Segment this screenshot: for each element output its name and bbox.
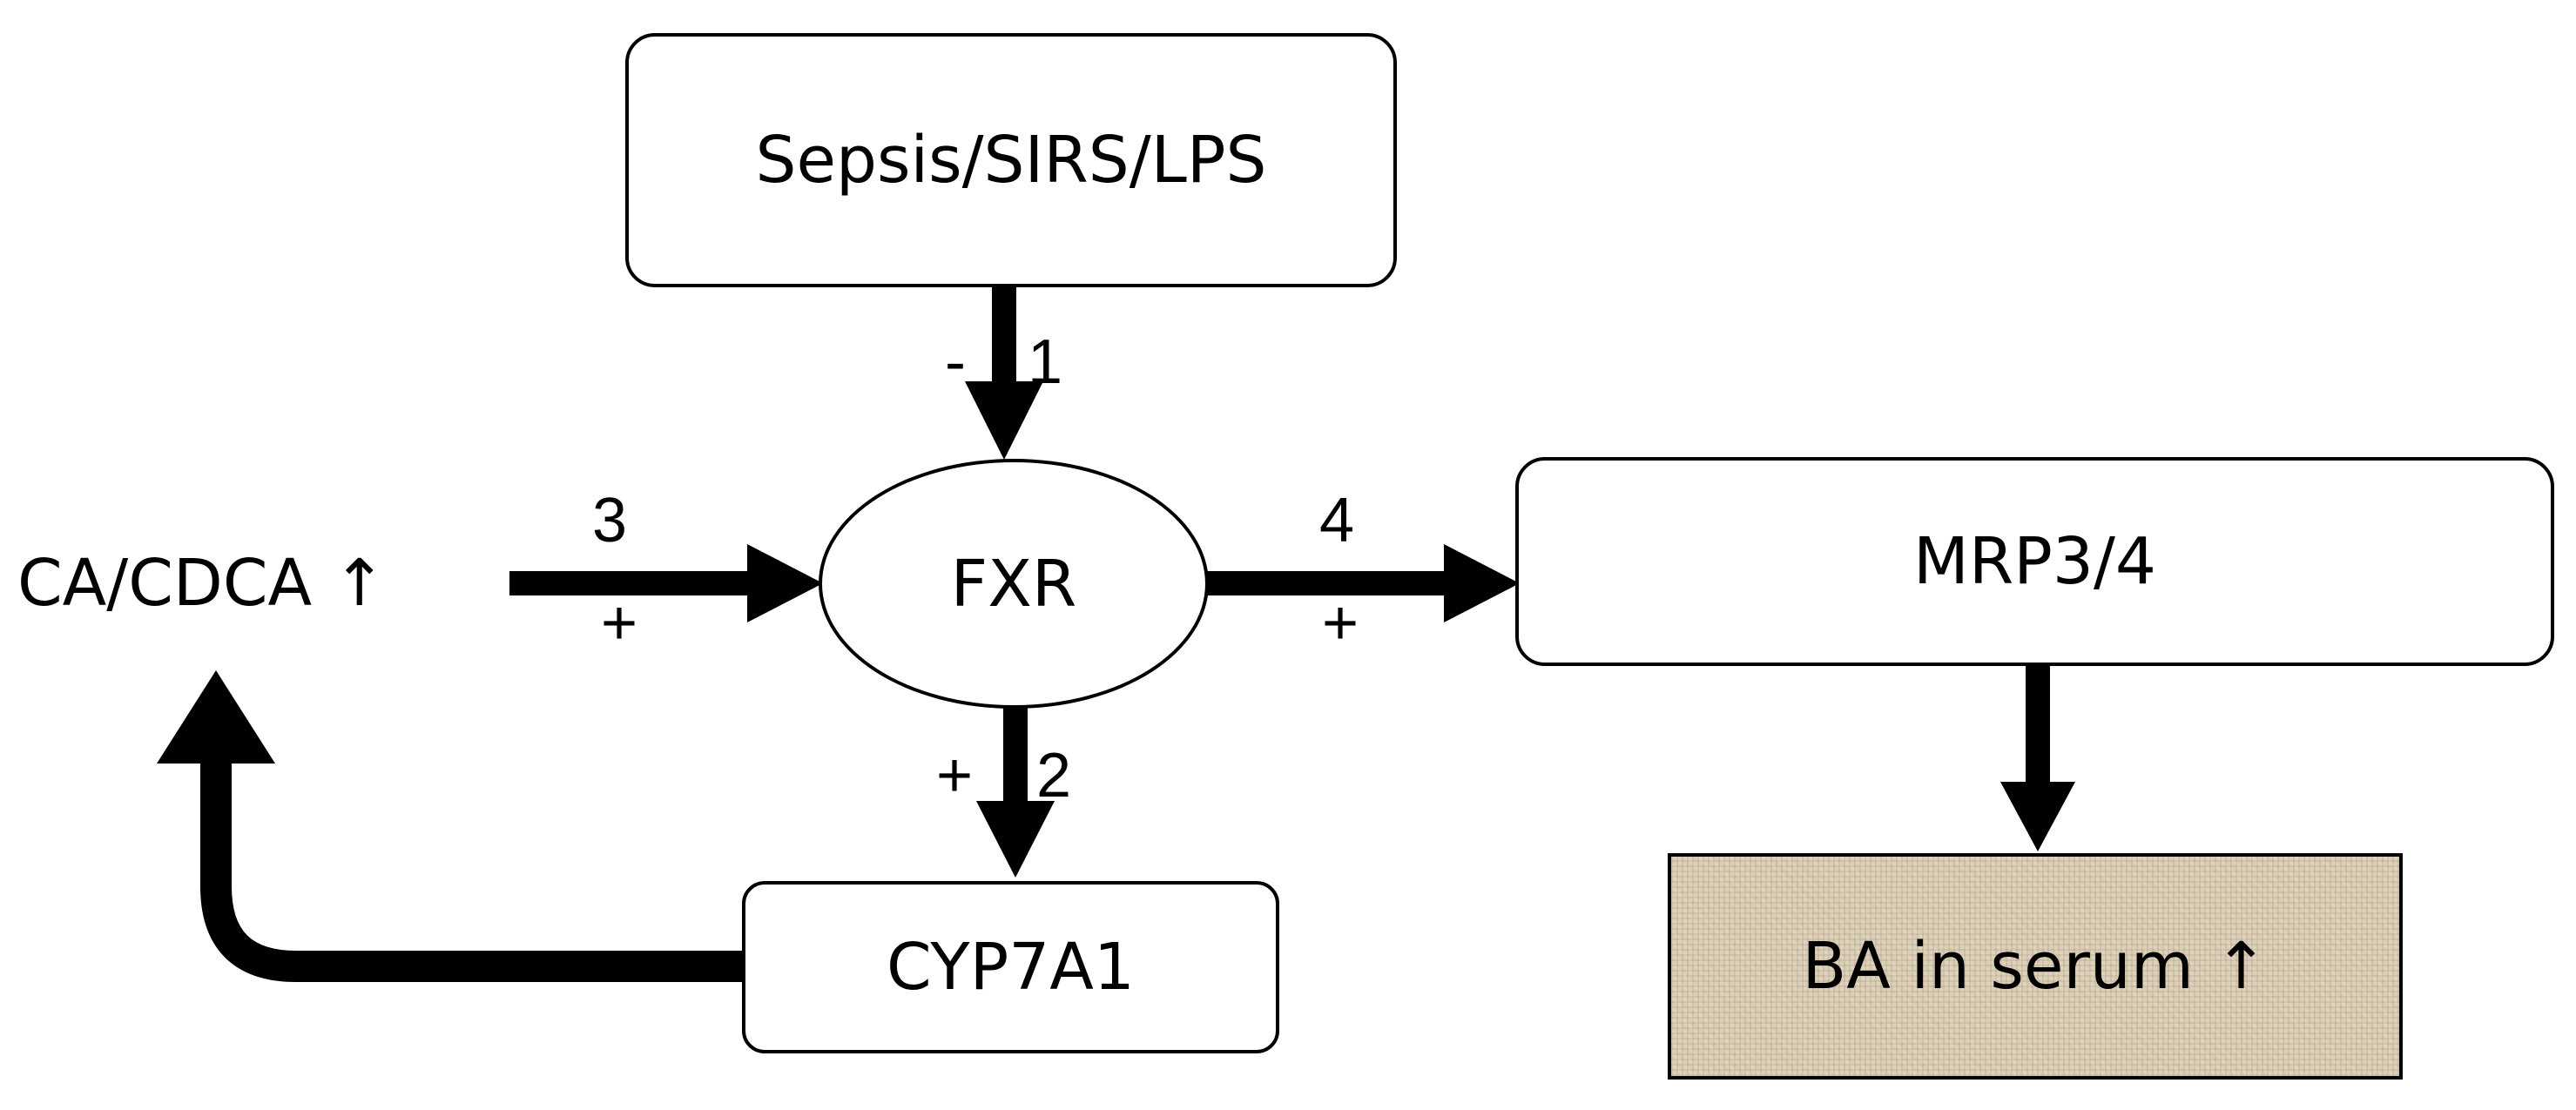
- node-fxr: FXR: [819, 459, 1209, 709]
- edge-1-number: 1: [1028, 327, 1063, 397]
- arrow-cyp7a1-to-cacdca: [200, 762, 745, 982]
- node-cyp7a1-label: CYP7A1: [887, 930, 1135, 1005]
- edge-2-number: 2: [1036, 741, 1072, 811]
- edge-3-number: 3: [592, 486, 628, 555]
- arrow-fxr-to-cyp7a1-head: [976, 801, 1055, 878]
- edge-4-sign: +: [1322, 589, 1359, 658]
- node-ba-in-serum: BA in serum ↑: [1668, 853, 2403, 1080]
- edge-3-sign: +: [601, 589, 638, 658]
- node-mrp-label: MRP3/4: [1913, 524, 2156, 599]
- node-cyp7a1: CYP7A1: [742, 881, 1279, 1053]
- node-ba-serum-label: BA in serum ↑: [1802, 929, 2269, 1004]
- edge-4-number: 4: [1319, 486, 1355, 555]
- edge-2-sign: +: [936, 741, 974, 811]
- arrow-cyp7a1-to-cacdca-head: [157, 670, 275, 764]
- node-mrp3-4: MRP3/4: [1515, 457, 2554, 666]
- node-sepsis-sirs-lps: Sepsis/SIRS/LPS: [625, 33, 1397, 287]
- node-ca-cdca: CA/CDCA ↑: [17, 540, 470, 627]
- arrow-sepsis-to-fxr-head: [965, 381, 1043, 460]
- edge-1-sign: -: [945, 327, 966, 397]
- arrow-fxr-to-mrp-head: [1444, 544, 1520, 622]
- arrow-mrp-to-ba-head: [2000, 782, 2075, 851]
- node-sepsis-label: Sepsis/SIRS/LPS: [755, 123, 1267, 198]
- arrow-cacdca-to-fxr-head: [747, 544, 823, 622]
- node-fxr-label: FXR: [950, 546, 1077, 622]
- node-ca-cdca-label: CA/CDCA ↑: [17, 546, 387, 621]
